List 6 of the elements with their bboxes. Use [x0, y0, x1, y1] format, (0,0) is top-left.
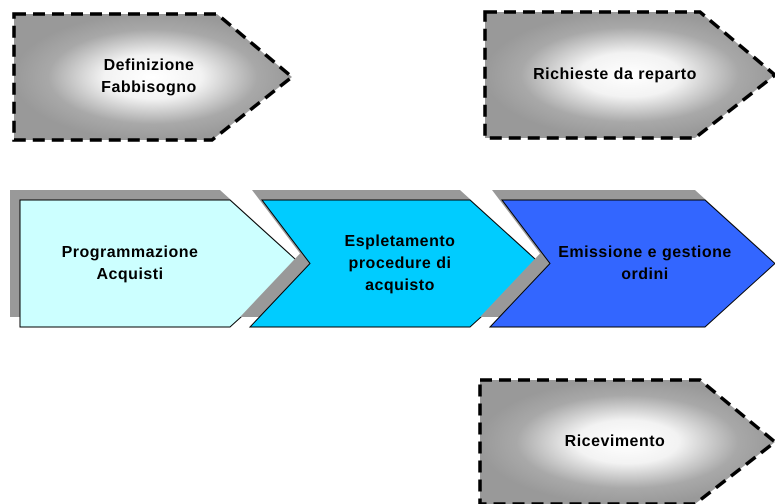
step-label: Programmazione Acquisti	[60, 242, 200, 284]
step-label: Ricevimento	[564, 432, 666, 452]
step-label: Richieste da reparto	[532, 65, 698, 85]
step-label: Espletamento procedure di acquisto	[344, 232, 456, 296]
step-label: Definizione Fabbisogno	[100, 56, 198, 98]
step-label: Emissione e gestione ordini	[557, 242, 733, 284]
